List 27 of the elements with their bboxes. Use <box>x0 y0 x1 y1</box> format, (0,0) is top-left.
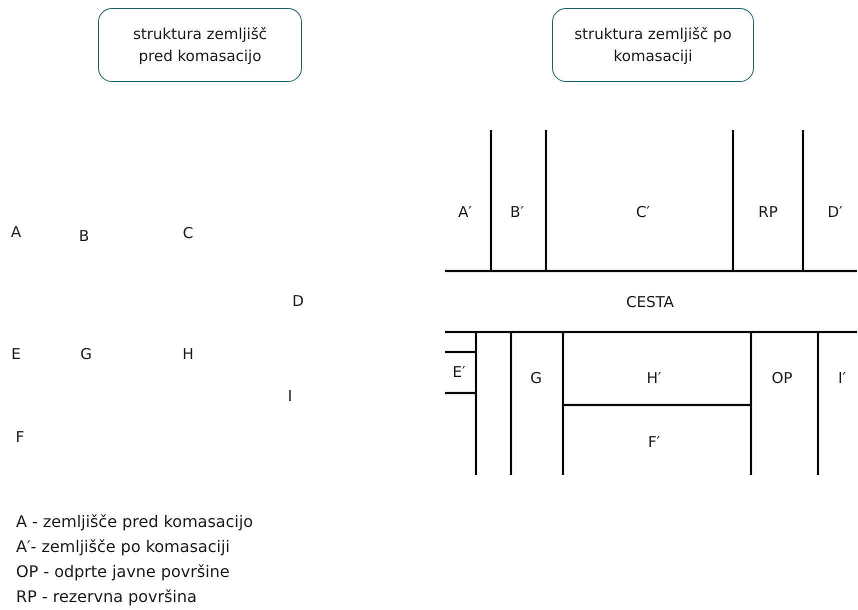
parcel-label: E′ <box>452 363 466 381</box>
legend-text: RP - rezervna površina <box>16 587 197 606</box>
parcel-letter: I <box>288 387 292 405</box>
parcel-letter: E <box>11 345 21 363</box>
legend-text: A - zemljišče pred komasacijo <box>16 512 254 531</box>
parcel-label: B′ <box>510 203 524 221</box>
parcel-label: A′ <box>458 203 472 221</box>
legend-text: OP - odprte javne površine <box>16 562 230 581</box>
parcel-label: RP <box>758 203 778 221</box>
title-box: struktura zemljišč pred komasacijo <box>98 8 302 82</box>
parcel-letter: G <box>80 345 92 363</box>
parcel-letter: F <box>16 428 24 446</box>
parcel-label: D′ <box>828 203 842 221</box>
parcel-letter: B <box>78 227 90 245</box>
road-label: CESTA <box>626 293 674 311</box>
parcel-label: I′ <box>838 369 846 387</box>
parcel-label: H′ <box>646 369 662 387</box>
parcel-label: OP <box>772 369 792 387</box>
parcel-label: G <box>530 369 542 387</box>
parcel-letter: A <box>10 223 22 241</box>
parcel-letter: H <box>182 345 194 363</box>
parcel-letter: C <box>182 224 194 242</box>
legend-text: A′- zemljišče po komasaciji <box>16 537 230 556</box>
parcel-letter: D <box>292 292 304 310</box>
title-box: struktura zemljišč po komasaciji <box>552 8 754 82</box>
parcel-label: F′ <box>648 433 660 451</box>
parcel-label: C′ <box>636 203 650 221</box>
